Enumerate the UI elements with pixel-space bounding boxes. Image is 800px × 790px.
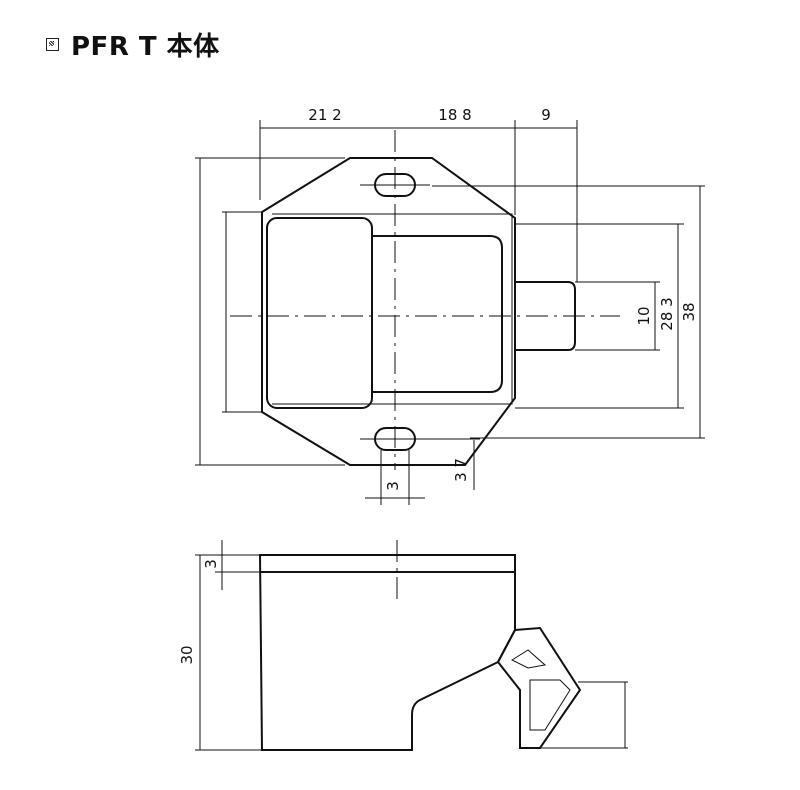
dim-slot-w: 3 (384, 481, 402, 491)
dim-h-283: 28 3 (658, 297, 676, 330)
dim-h-30: 30 (178, 645, 196, 664)
dim-h-38: 38 (680, 302, 698, 321)
page-title: PFR T 本体 (46, 26, 220, 63)
dim-w-left: 21 2 (308, 106, 341, 124)
latch-hook-inner-1 (510, 649, 547, 669)
inner-pocket-right (372, 235, 503, 393)
title-text: PFR T 本体 (71, 32, 220, 62)
dim-h-10: 10 (635, 306, 653, 325)
latch-hook-inner-2 (529, 679, 571, 731)
frame-inner-line (272, 213, 513, 405)
square-bullet-icon (46, 38, 59, 51)
latch-hook (496, 626, 582, 749)
dim-slot-offset-text: 3 7 (452, 458, 470, 482)
dim-w-mid: 18 8 (438, 106, 471, 124)
plate-outline (261, 157, 516, 466)
dim-h-3: 3 (202, 559, 220, 569)
side-body-outline (258, 554, 516, 751)
top-view: 21 2 18 8 9 38 28 3 10 3 3 7 (195, 106, 705, 505)
dim-w-right: 9 (541, 106, 551, 124)
inner-pocket-left (266, 217, 373, 409)
side-view: 30 3 (178, 540, 628, 751)
